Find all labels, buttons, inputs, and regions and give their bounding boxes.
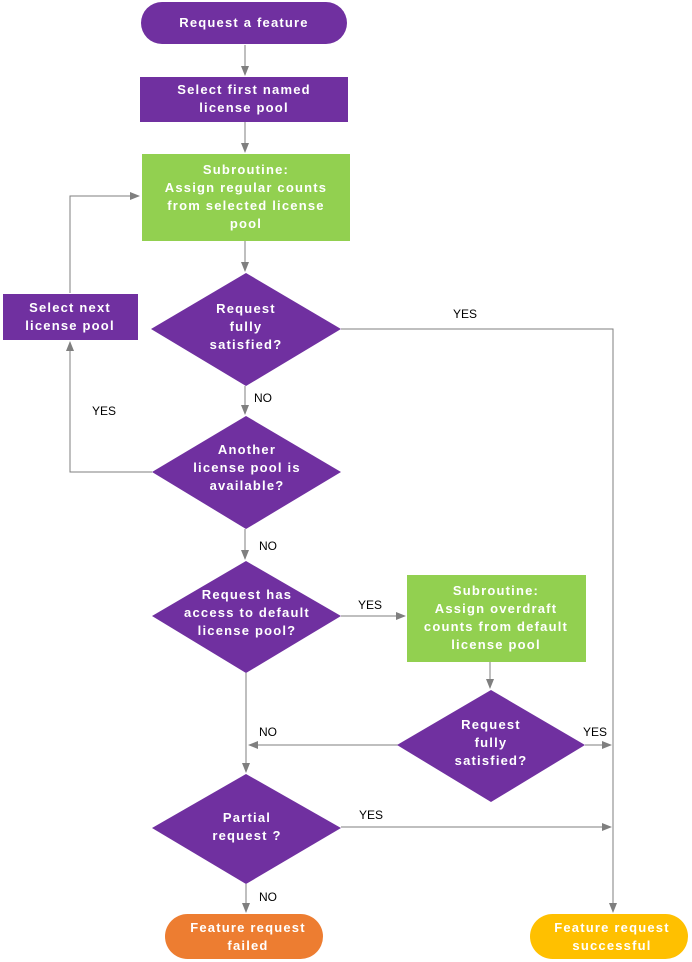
label-another-yes: YES: [92, 404, 116, 418]
end-success-label: Feature request successful: [554, 920, 670, 953]
label-line: license pool: [25, 318, 115, 333]
label-line: Feature request: [554, 920, 670, 935]
subroutine-regular-box: [142, 154, 350, 241]
subroutine-regular-label: Subroutine: Assign regular counts from sel…: [165, 162, 327, 231]
label-satisfied2-no: NO: [259, 725, 277, 739]
label-line: license pool?: [198, 623, 297, 638]
label-satisfied1-no: NO: [254, 391, 272, 405]
decision-partial-request: [152, 774, 341, 884]
label-line: successful: [572, 938, 651, 953]
end-failed-label: Feature request failed: [190, 920, 306, 953]
label-satisfied1-yes: YES: [453, 307, 477, 321]
decision-another-pool-label: Another license pool is available?: [193, 442, 301, 493]
label-line: Select first named: [177, 82, 311, 97]
decision-default-pool-access: [152, 561, 341, 673]
start-label: Request a feature: [179, 15, 309, 30]
label-line: fully: [230, 319, 263, 334]
decision-fully-satisfied: [151, 273, 341, 386]
label-line: Subroutine:: [203, 162, 289, 177]
label-line: Request has: [202, 587, 293, 602]
label-line: counts from default: [424, 619, 568, 634]
end-failed-terminator: [165, 914, 323, 959]
label-line: satisfied?: [455, 753, 528, 768]
label-line: available?: [210, 478, 285, 493]
select-next-pool-box: [3, 294, 138, 340]
decision-fully-satisfied-label: Request fully satisfied?: [210, 301, 283, 352]
label-line: Subroutine:: [453, 583, 539, 598]
label-line: Request: [461, 717, 521, 732]
decision-another-pool: [152, 416, 341, 529]
label-line: Assign regular counts: [165, 180, 327, 195]
label-line: Another: [218, 442, 276, 457]
edge-select-next-to-subroutine: [69, 192, 140, 293]
label-line: license pool is: [193, 460, 301, 475]
label-line: Partial: [223, 810, 271, 825]
label-line: Assign overdraft: [435, 601, 558, 616]
label-line: license pool: [199, 100, 289, 115]
label-line: Feature request: [190, 920, 306, 935]
label-line: request ?: [212, 828, 281, 843]
label-partial-no: NO: [259, 890, 277, 904]
select-first-pool-box: [140, 77, 348, 122]
label-another-no: NO: [259, 539, 277, 553]
select-first-pool-label: Select first named license pool: [177, 82, 311, 115]
end-success-terminator: [530, 914, 688, 959]
decision-default-pool-access-label: Request has access to default license pool…: [184, 587, 310, 638]
edge-satisfied-yes-to-success: [341, 328, 617, 913]
label-line: fully: [475, 735, 508, 750]
label-line: Request a feature: [179, 15, 309, 30]
edge-labels: YES NO YES NO YES NO YES YES NO: [92, 307, 607, 904]
start-terminator: [141, 2, 347, 44]
label-line: Request: [216, 301, 276, 316]
label-line: license pool: [451, 637, 541, 652]
edge-another-yes-to-select-next: [66, 341, 152, 473]
label-default-yes: YES: [358, 598, 382, 612]
decision-fully-satisfied-overdraft-label: Request fully satisfied?: [455, 717, 528, 768]
connectors: [66, 45, 617, 913]
nodes: Request a feature Select first named lice…: [3, 2, 688, 959]
subroutine-overdraft-box: [407, 575, 586, 662]
label-line: pool: [230, 216, 262, 231]
label-line: access to default: [184, 605, 310, 620]
label-line: from selected license: [167, 198, 324, 213]
label-line: satisfied?: [210, 337, 283, 352]
decision-fully-satisfied-overdraft: [397, 690, 585, 802]
label-satisfied2-yes: YES: [583, 725, 607, 739]
label-partial-yes: YES: [359, 808, 383, 822]
label-line: Select next: [29, 300, 111, 315]
label-line: failed: [227, 938, 268, 953]
select-next-pool-label: Select next license pool: [25, 300, 115, 333]
decision-partial-request-label: Partial request ?: [212, 810, 281, 843]
subroutine-overdraft-label: Subroutine: Assign overdraft counts from d…: [424, 583, 568, 652]
